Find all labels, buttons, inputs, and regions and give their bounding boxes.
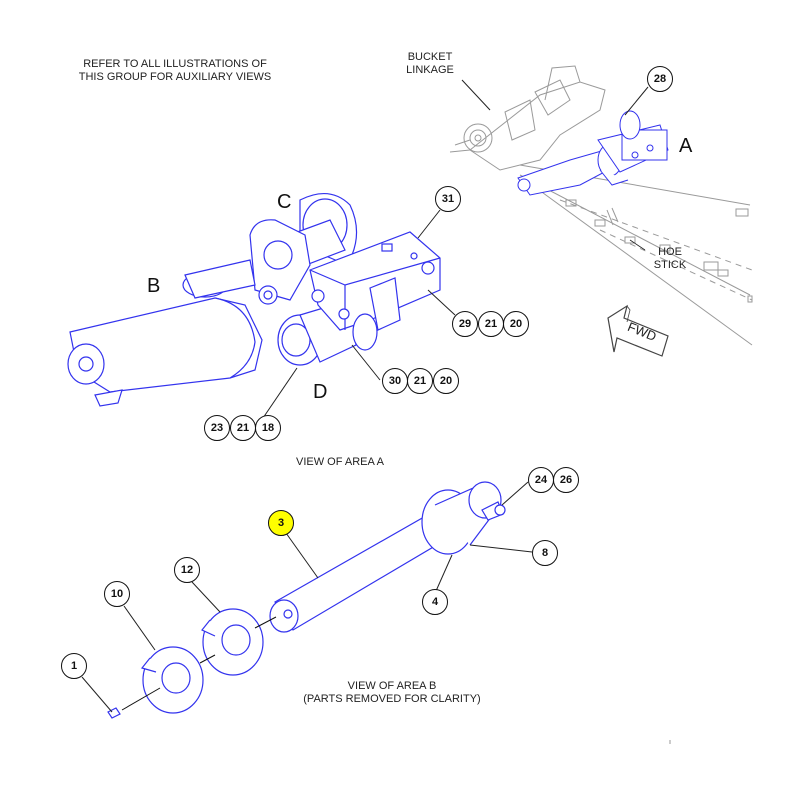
callout-3[interactable]: 3 (268, 510, 294, 536)
area-letter-d: D (313, 381, 328, 403)
area-a-leaders (262, 86, 649, 419)
view-area-b-caption: VIEW OF AREA B (347, 680, 437, 692)
callout-20[interactable]: 20 (503, 311, 529, 337)
refer-note-line1: REFER TO ALL ILLUSTRATIONS OF (83, 58, 267, 70)
callout-10[interactable]: 10 (104, 581, 130, 607)
area-b-axis (121, 616, 277, 711)
callout-26[interactable]: 26 (553, 467, 579, 493)
hoe-stick-label: HOE STICK (653, 246, 687, 271)
refer-note-line2: THIS GROUP FOR AUXILIARY VIEWS (78, 71, 272, 83)
callout-4[interactable]: 4 (422, 589, 448, 615)
hoe-stick-leader (629, 239, 646, 251)
callout-31[interactable]: 31 (435, 186, 461, 212)
area-a-small-cluster (517, 110, 669, 196)
fwd-arrow (607, 304, 669, 357)
area-letter-c: C (277, 191, 292, 213)
callout-28[interactable]: 28 (647, 66, 673, 92)
callout-24[interactable]: 24 (528, 467, 554, 493)
callout-29[interactable]: 29 (452, 311, 478, 337)
area-a-assembly (67, 193, 441, 407)
callout-23[interactable]: 23 (204, 415, 230, 441)
callout-21[interactable]: 21 (407, 368, 433, 394)
callout-18[interactable]: 18 (255, 415, 281, 441)
callout-30[interactable]: 30 (382, 368, 408, 394)
callout-12[interactable]: 12 (174, 557, 200, 583)
bucket-linkage-label: BUCKET LINKAGE (406, 51, 454, 76)
area-letter-b: B (147, 275, 161, 297)
callout-21[interactable]: 21 (478, 311, 504, 337)
callout-1[interactable]: 1 (61, 653, 87, 679)
callout-8[interactable]: 8 (532, 540, 558, 566)
view-area-a-caption: VIEW OF AREA A (295, 456, 385, 468)
area-b-leaders (81, 481, 533, 713)
area-letter-a: A (679, 135, 693, 157)
view-area-b-subcaption: (PARTS REMOVED FOR CLARITY) (303, 693, 481, 705)
bucket-linkage-leader (461, 79, 491, 111)
callout-20[interactable]: 20 (433, 368, 459, 394)
area-b-assembly (107, 481, 506, 719)
callout-21[interactable]: 21 (230, 415, 256, 441)
